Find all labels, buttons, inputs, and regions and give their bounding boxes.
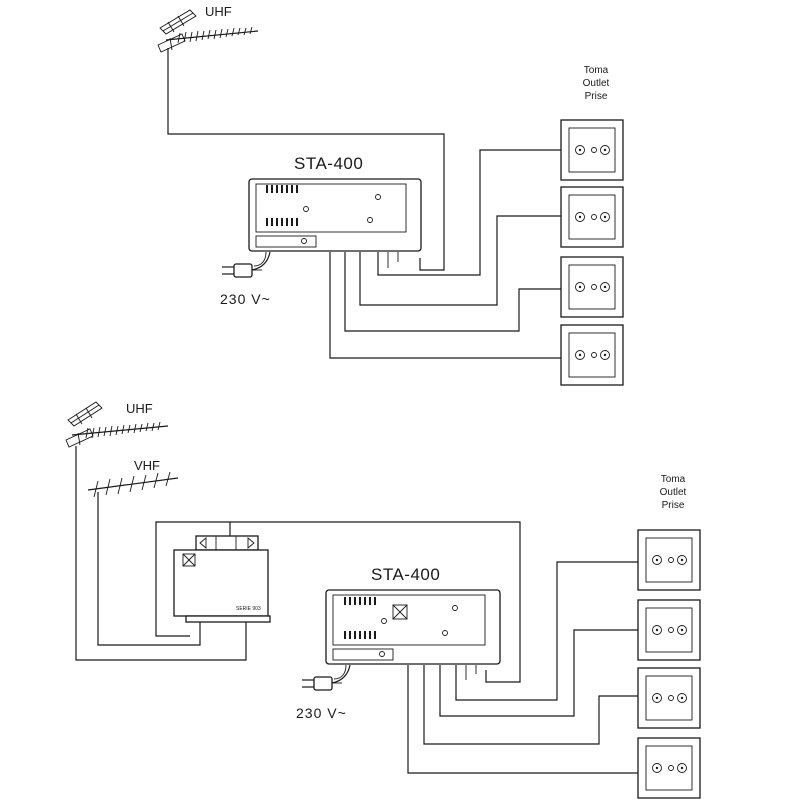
bottom-uhf-cable xyxy=(75,446,247,661)
bottom-vhf-label: VHF xyxy=(134,458,160,473)
top-uhf-antenna-icon xyxy=(157,9,259,53)
bottom-vhf-cable xyxy=(97,492,201,646)
bottom-combiner-output-cable xyxy=(155,521,231,637)
bottom-outlet-3 xyxy=(637,667,701,729)
top-distribution-cables xyxy=(329,149,566,359)
top-outlet-3 xyxy=(560,256,624,318)
top-outlet-caption-3: Prise xyxy=(585,91,608,102)
bottom-power-plug-icon xyxy=(302,664,351,691)
top-antenna-cable xyxy=(167,48,445,271)
top-amplifier-label: STA-400 xyxy=(294,154,363,173)
top-power-plug-icon xyxy=(222,251,271,278)
bottom-outlet-caption-2: Outlet xyxy=(660,487,687,498)
bottom-amplifier-label: STA-400 xyxy=(371,565,440,584)
bottom-combiner-label: SERIE 903 xyxy=(236,606,261,612)
top-power-label: 230 V~ xyxy=(220,291,271,307)
bottom-trunk-cable xyxy=(230,521,521,683)
top-uhf-label: UHF xyxy=(205,4,232,19)
top-outlet-2 xyxy=(560,186,624,248)
bottom-amplifier xyxy=(325,589,501,680)
bottom-uhf-label: UHF xyxy=(126,401,153,416)
bottom-outlet-4 xyxy=(637,737,701,799)
top-amplifier xyxy=(248,178,422,268)
bottom-outlet-caption-3: Prise xyxy=(662,500,685,511)
top-outlet-caption-2: Outlet xyxy=(583,78,610,89)
bottom-power-label: 230 V~ xyxy=(296,705,347,721)
bottom-vhf-antenna-icon xyxy=(87,471,179,498)
bottom-outlet-caption: Toma Outlet Prise xyxy=(660,474,687,511)
top-diagram: UHF STA-400 xyxy=(157,4,624,386)
bottom-combiner: SERIE 903 xyxy=(173,535,271,623)
bottom-outlet-1 xyxy=(637,529,701,591)
top-outlet-1 xyxy=(560,119,624,181)
top-outlet-4 xyxy=(560,324,624,386)
top-outlet-caption: Toma Outlet Prise xyxy=(583,65,610,102)
bottom-distribution-cables xyxy=(407,561,642,774)
bottom-outlet-2 xyxy=(637,599,701,661)
top-outlet-caption-1: Toma xyxy=(584,65,609,76)
bottom-outlet-caption-1: Toma xyxy=(661,474,686,485)
bottom-diagram: UHF VHF xyxy=(65,401,701,799)
bottom-uhf-antenna-icon xyxy=(65,401,169,448)
